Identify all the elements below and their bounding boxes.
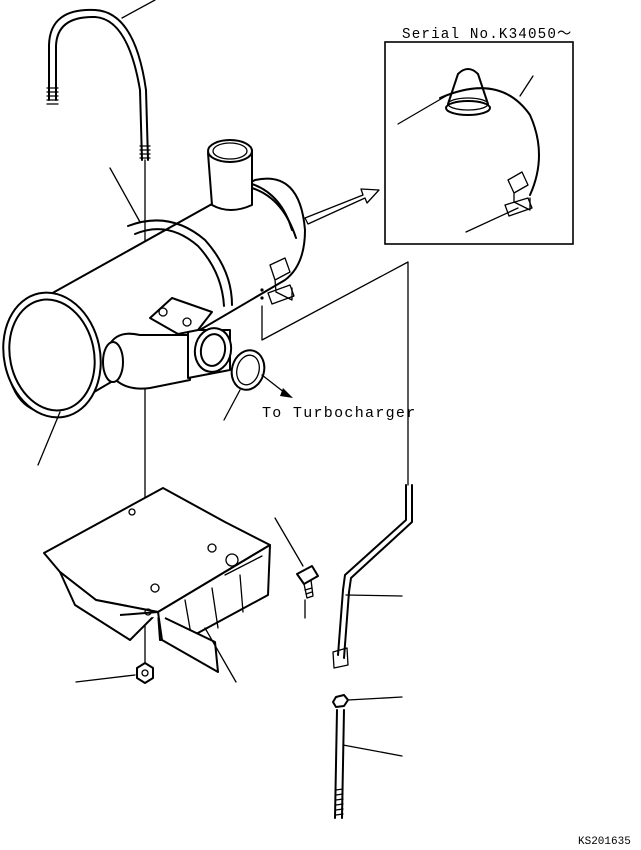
figure-code: KS201635 [578,836,631,848]
inset-clip [507,171,531,211]
bolt [296,565,319,599]
tie-rod-nut [332,694,349,708]
threaded-rod [334,709,345,819]
turbo-arrow [261,374,286,394]
detail-inset-frame [384,41,574,245]
inset-rain-cap [445,68,491,116]
to-turbocharger-label: To Turbocharger [262,405,417,422]
inset-band [439,87,540,196]
gasket-ring [230,349,266,391]
mounting-bracket [43,487,271,673]
nut [136,662,154,684]
serial-number-label: Serial No.K34050〜 [402,26,573,43]
tie-rod [332,484,413,669]
detail-arrow [304,188,380,225]
